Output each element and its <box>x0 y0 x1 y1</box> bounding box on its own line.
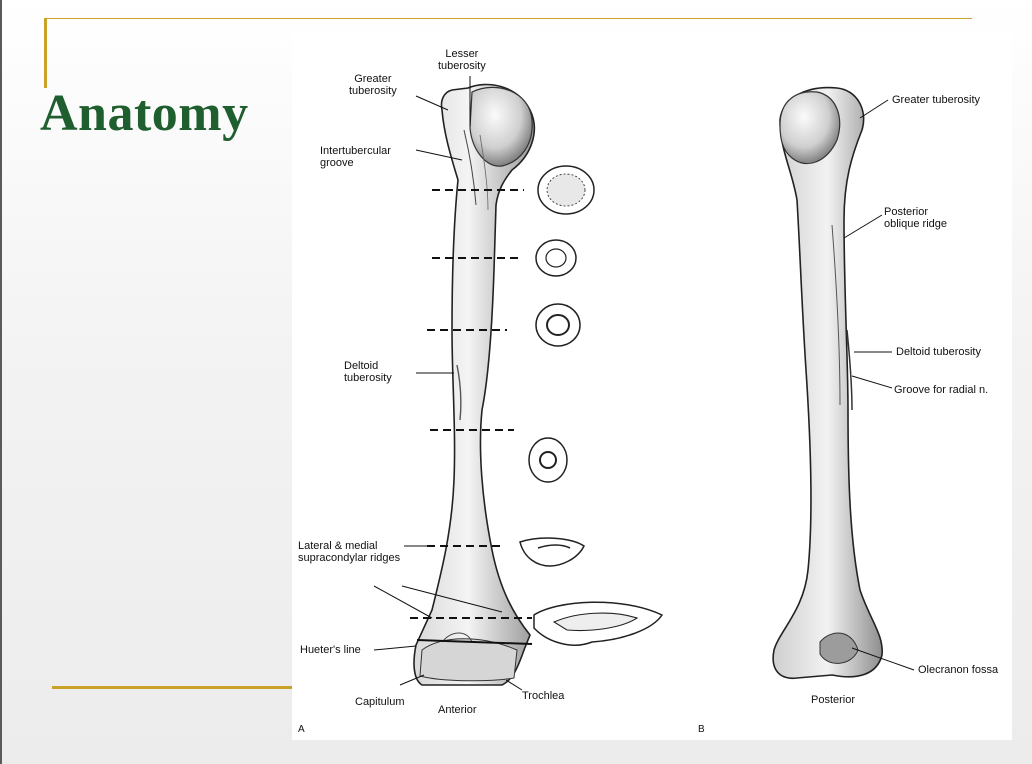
cross-sections <box>519 165 664 646</box>
panel-letter-b: B <box>698 724 705 735</box>
panel-letter-a: A <box>298 724 305 735</box>
label-anterior-view: Anterior <box>438 704 477 716</box>
humerus-figure: Lesser tuberosity Greater tuberosity Int… <box>292 30 1012 740</box>
label-greater-tuberosity-anterior: Greater tuberosity <box>349 73 397 97</box>
label-posterior-oblique-ridge: Posterior oblique ridge <box>884 206 947 230</box>
label-capitulum: Capitulum <box>355 696 405 708</box>
title-corner-rule <box>44 18 47 88</box>
label-posterior-view: Posterior <box>811 694 856 706</box>
slide-left-border <box>0 0 2 764</box>
label-deltoid-tuberosity-anterior: Deltoid tuberosity <box>344 360 392 384</box>
anterior-humerus <box>410 83 536 686</box>
footer-rule <box>52 686 312 689</box>
label-supracondylar-ridges: Lateral & medial supracondylar ridges <box>298 540 401 564</box>
slide-title: Anatomy <box>40 85 249 142</box>
posterior-leader-lines <box>843 99 915 671</box>
label-hueters-line: Hueter's line <box>300 644 361 656</box>
label-olecranon-fossa: Olecranon fossa <box>918 664 999 676</box>
label-deltoid-tuberosity-posterior: Deltoid tuberosity <box>896 346 981 358</box>
title-top-rule <box>44 18 972 19</box>
anterior-leader-lines <box>373 76 523 691</box>
label-greater-tuberosity-posterior: Greater tuberosity <box>892 94 981 106</box>
label-trochlea: Trochlea <box>522 690 565 702</box>
label-intertubercular-groove: Intertubercular groove <box>320 145 391 169</box>
humerus-illustration <box>373 76 915 691</box>
label-lesser-tuberosity: Lesser tuberosity <box>438 48 486 72</box>
posterior-humerus <box>772 86 883 679</box>
label-groove-radial-nerve: Groove for radial n. <box>894 384 989 396</box>
